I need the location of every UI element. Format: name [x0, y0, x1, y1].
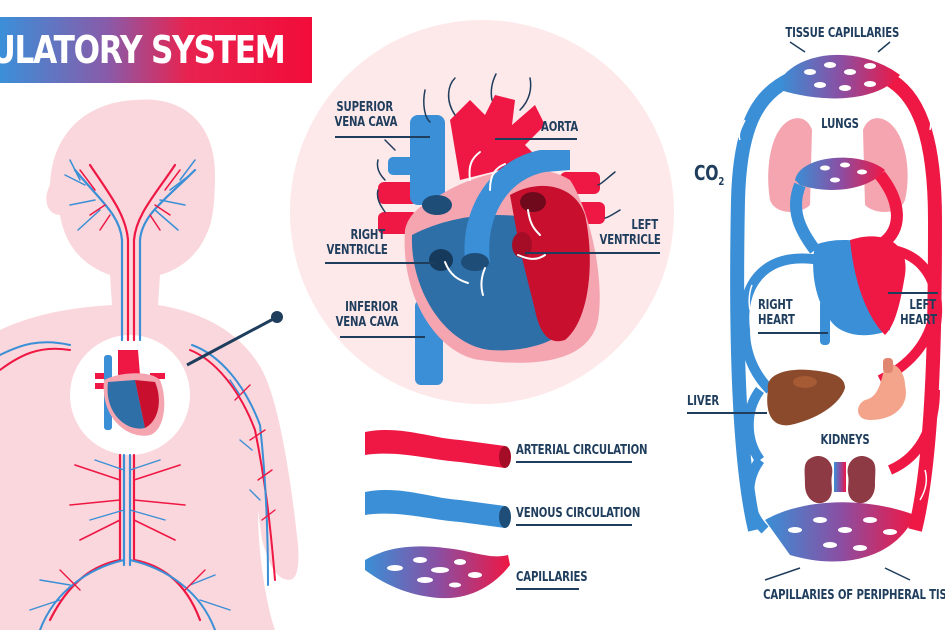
circulation-diagram [730, 41, 943, 581]
rule-aorta [495, 138, 577, 140]
pointer-line [186, 315, 278, 367]
chest-heart [95, 350, 165, 436]
legend-rule-capillaries [516, 588, 579, 590]
rule-liver [687, 412, 767, 414]
label-right-heart: RIGHT HEART [758, 298, 795, 328]
legend-label-capillaries: CAPILLARIES [516, 570, 588, 585]
label-peripheral-capillaries: CAPILLARIES OF PERIPHERAL TISSUES [763, 588, 945, 603]
body-figure [0, 99, 299, 630]
legend-capillaries [365, 546, 510, 599]
rule-inferior-vena-cava [340, 336, 425, 338]
pointer-dot [271, 311, 283, 323]
heart-diagram [290, 20, 674, 404]
rule-right-ventricle [325, 262, 435, 264]
label-co2: CO2 [694, 161, 725, 188]
label-inferior-vena-cava: INFERIOR VENA CAVA [335, 300, 399, 330]
label-right-ventricle: RIGHT VENTRICLE [326, 228, 388, 258]
title-banner [0, 17, 312, 83]
rule-left-heart [888, 292, 938, 294]
legend-label-venous: VENOUS CIRCULATION [516, 506, 641, 521]
rule-right-heart [758, 332, 828, 334]
rule-left-ventricle [525, 252, 660, 254]
label-lungs: LUNGS [821, 117, 859, 132]
label-superior-vena-cava: SUPERIOR VENA CAVA [334, 100, 398, 130]
legend-label-arterial: ARTERIAL CIRCULATION [516, 443, 648, 458]
label-liver: LIVER [687, 394, 720, 409]
label-kidneys: KIDNEYS [820, 433, 870, 448]
legend-vein-tube [365, 489, 511, 528]
legend-rule-venous [516, 524, 632, 526]
legend-artery-tube [365, 429, 511, 468]
label-left-ventricle: LEFT VENTRICLE [599, 218, 661, 248]
legend-rule-arterial [516, 461, 632, 463]
label-tissue-capillaries: TISSUE CAPILLARIES [785, 26, 900, 41]
page-title: CULATORY SYSTEM [0, 28, 286, 72]
label-aorta: AORTA [541, 120, 579, 135]
rule-superior-vena-cava [335, 136, 430, 138]
label-left-heart: LEFT HEART [900, 298, 937, 328]
